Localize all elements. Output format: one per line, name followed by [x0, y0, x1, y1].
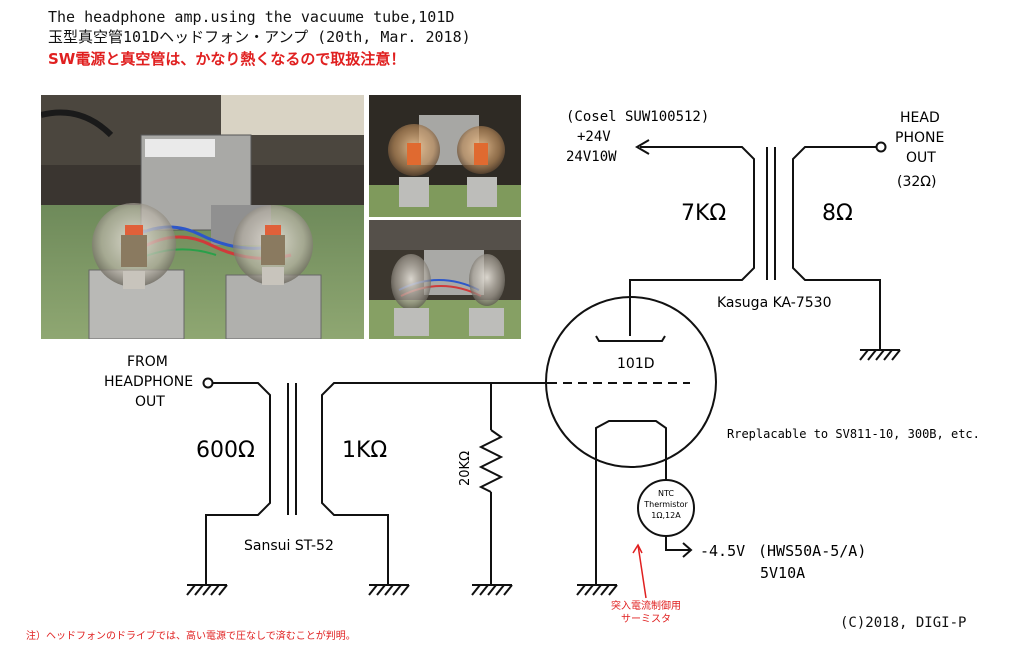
input-line3: OUT [135, 394, 165, 410]
thermistor-pointer-arrow [632, 543, 647, 599]
heater-voltage: -4.5V [700, 542, 745, 560]
psu-voltage: +24V [577, 129, 611, 145]
amp-photo-side [369, 220, 521, 339]
amp-photo-top [369, 95, 521, 217]
heater-wire [665, 536, 690, 551]
grid-resistor-value: 20KΩ [458, 451, 473, 486]
output-secondary-impedance: 8Ω [822, 201, 853, 226]
thermistor-line1: NTC [658, 489, 674, 498]
thermistor-line3: 1Ω,12A [651, 511, 681, 520]
output-secondary-wire [792, 146, 881, 350]
warning-text: SW電源と真空管は、かなり熱くなるので取扱注意！ [48, 50, 406, 68]
title-english: The headphone amp.using the vacuume tube… [48, 8, 455, 26]
input-primary-wire [205, 382, 271, 585]
tube-name: 101D [617, 356, 655, 372]
thermistor-line2: Thermistor [643, 500, 688, 509]
psu-rating: 24V10W [566, 149, 617, 165]
output-primary-wire [629, 146, 755, 336]
input-secondary-wire [321, 410, 389, 585]
amp-photo-main [41, 95, 364, 339]
thermistor-note-line1: 突入電流制御用 [611, 599, 681, 612]
input-transformer-model: Sansui ST-52 [244, 538, 334, 554]
ground-symbols [186, 584, 618, 596]
supply-arrow [635, 139, 650, 155]
heater-psu-rating: 5V10A [760, 564, 805, 582]
thermistor-note-line2: サーミスタ [621, 613, 671, 625]
grid-resistor-zigzag [478, 429, 504, 493]
copyright-credit: (C)2018, DIGI-P [840, 615, 967, 631]
headphone-out-terminal [875, 141, 887, 153]
output-primary-impedance: 7KΩ [681, 201, 726, 226]
input-secondary-impedance: 1KΩ [342, 438, 387, 463]
headphone-out-line2: PHONE [895, 130, 944, 146]
headphone-out-impedance: (32Ω) [897, 174, 936, 190]
heater-psu-model: (HWS50A-5/A) [758, 542, 866, 560]
grid-wire [321, 382, 548, 410]
footnote: 注）ヘッドフォンのドライブでは、高い電源で圧なしで済むことが判明。 [26, 631, 356, 642]
tube-replaceable-note: Rreplacable to SV811-10, 300B, etc. [727, 427, 980, 441]
output-transformer-model: Kasuga KA-7530 [717, 295, 831, 311]
title-japanese: 玉型真空管101Dヘッドフォン・アンプ (20th, Mar. 2018) [48, 28, 471, 46]
headphone-in-terminal [202, 377, 214, 389]
tube-filament [595, 420, 667, 585]
tube-plate [595, 335, 666, 342]
input-line2: HEADPHONE [104, 374, 193, 390]
headphone-out-line3: OUT [906, 150, 936, 166]
input-line1: FROM [127, 354, 168, 370]
psu-model: (Cosel SUW100512) [566, 109, 709, 125]
headphone-out-line1: HEAD [900, 110, 940, 126]
heater-arrow [682, 542, 693, 558]
input-primary-impedance: 600Ω [196, 438, 255, 463]
